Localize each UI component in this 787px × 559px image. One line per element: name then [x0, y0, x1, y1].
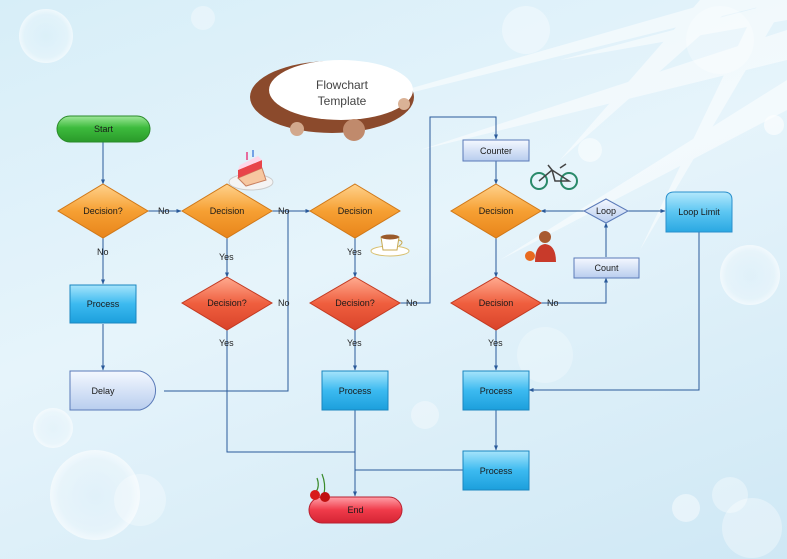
title-bubble: [250, 60, 414, 141]
shapes: [56, 115, 733, 524]
edge-label-yes: Yes: [219, 252, 234, 262]
decision-5[interactable]: Decision?: [335, 298, 375, 308]
connectors: [101, 116, 700, 497]
process-2[interactable]: Process: [338, 385, 372, 396]
process-1[interactable]: Process: [86, 299, 120, 309]
loop-diamond[interactable]: Loop: [595, 206, 617, 216]
edge-label-no: No: [97, 247, 109, 257]
counter-box[interactable]: Counter: [479, 145, 513, 156]
edge-label-no: No: [158, 206, 170, 216]
end-terminal[interactable]: End: [347, 505, 364, 515]
decision-7[interactable]: Decision: [478, 298, 514, 308]
delay-shape[interactable]: Delay: [91, 385, 115, 396]
light-rays: [300, 0, 787, 260]
decision-4[interactable]: Decision?: [207, 298, 247, 308]
decision-6[interactable]: Decision: [478, 206, 514, 216]
edge-label-yes: Yes: [347, 247, 362, 257]
loop-limit-box[interactable]: Loop Limit: [678, 207, 720, 217]
person-icon: [525, 231, 556, 262]
edge-label-no: No: [278, 206, 290, 216]
decision-1[interactable]: Decision?: [83, 206, 123, 216]
background-bubbles: [19, 6, 784, 558]
cherries-icon: [310, 473, 330, 502]
edge-label-yes: Yes: [219, 338, 234, 348]
coffee-cup-icon: [370, 234, 410, 257]
cake-icon: [228, 150, 274, 191]
edge-label-yes: Yes: [488, 338, 503, 348]
edge-label-no: No: [547, 298, 559, 308]
edge-label-no: No: [406, 298, 418, 308]
edge-label-yes: Yes: [347, 338, 362, 348]
process-3[interactable]: Process: [479, 385, 513, 396]
flowchart-title: Flowchart Template: [315, 78, 368, 108]
count-box[interactable]: Count: [594, 263, 619, 273]
bicycle-icon: [530, 163, 578, 190]
decision-3[interactable]: Decision: [337, 206, 373, 216]
decision-2[interactable]: Decision: [209, 206, 245, 216]
edge-label-no: No: [278, 298, 290, 308]
process-4[interactable]: Process: [479, 465, 513, 476]
start-terminal[interactable]: Start: [93, 124, 113, 134]
